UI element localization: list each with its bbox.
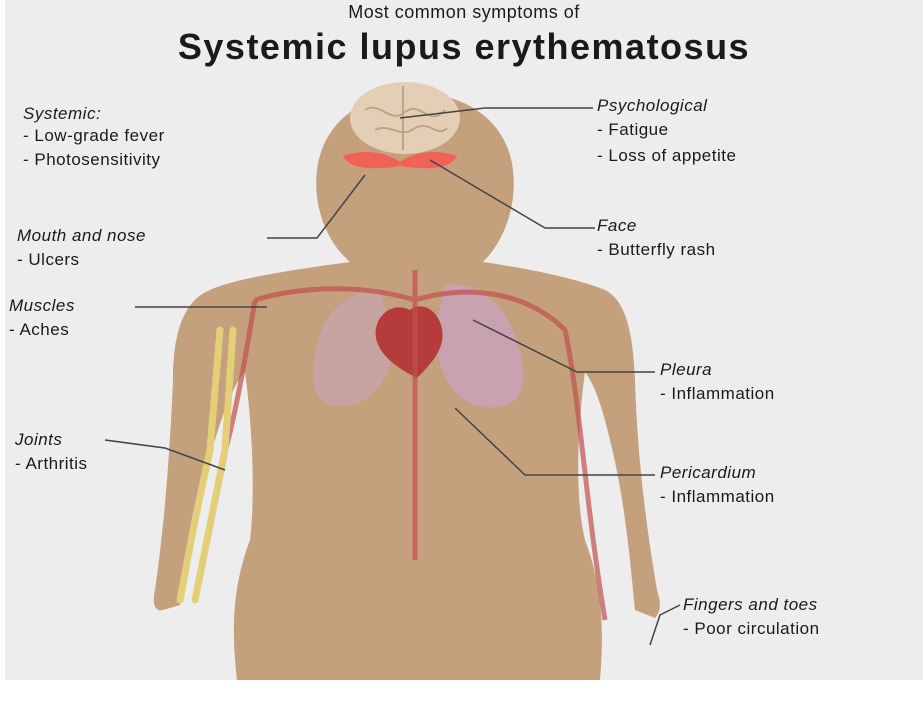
pleura-heading: Pleura bbox=[660, 360, 712, 380]
joints-item: - Arthritis bbox=[15, 454, 88, 474]
psychological-item: - Fatigue bbox=[597, 120, 669, 140]
pericardium-item: - Inflammation bbox=[660, 487, 775, 507]
pericardium-heading: Pericardium bbox=[660, 463, 756, 483]
fingers-toes-heading: Fingers and toes bbox=[683, 595, 818, 615]
pleura-item: - Inflammation bbox=[660, 384, 775, 404]
page-title: Systemic lupus erythematosus bbox=[5, 26, 923, 68]
muscles-heading: Muscles bbox=[9, 296, 75, 316]
mouth-nose-heading: Mouth and nose bbox=[17, 226, 146, 246]
systemic-item: - Photosensitivity bbox=[23, 150, 161, 170]
psychological-item: - Loss of appetite bbox=[597, 146, 736, 166]
systemic-item: - Low-grade fever bbox=[23, 126, 165, 146]
fingers-toes-item: - Poor circulation bbox=[683, 619, 820, 639]
psychological-heading: Psychological bbox=[597, 96, 707, 116]
joints-heading: Joints bbox=[15, 430, 62, 450]
diagram-canvas: Most common symptoms of Systemic lupus e… bbox=[5, 0, 923, 680]
mouth-nose-item: - Ulcers bbox=[17, 250, 80, 270]
body-illustration bbox=[5, 0, 923, 680]
face-item: - Butterfly rash bbox=[597, 240, 716, 260]
systemic-heading: Systemic: bbox=[23, 104, 101, 124]
subtitle: Most common symptoms of bbox=[5, 2, 923, 23]
face-heading: Face bbox=[597, 216, 637, 236]
muscles-item: - Aches bbox=[9, 320, 69, 340]
